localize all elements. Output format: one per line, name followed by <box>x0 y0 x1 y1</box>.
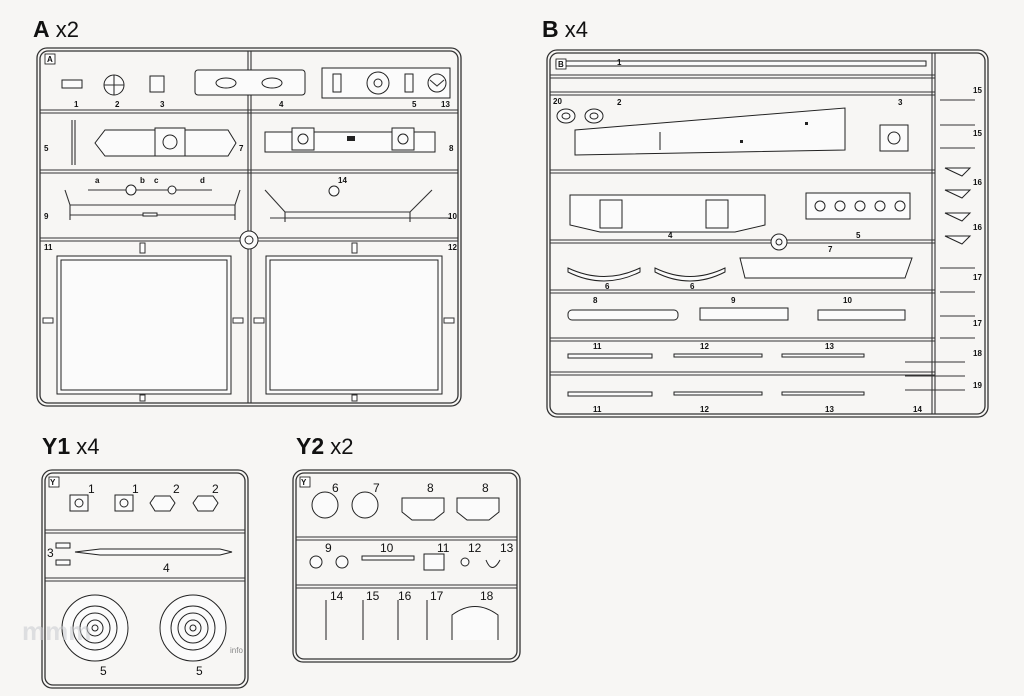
label-b-11a: 11 <box>593 342 602 351</box>
label-b-6b: 6 <box>690 282 695 291</box>
label-b-8: 8 <box>593 296 598 305</box>
sprue-y1-letter: Y1 <box>42 433 71 459</box>
label-a-1: 1 <box>74 100 79 109</box>
label-b-12b: 12 <box>700 405 709 414</box>
label-b-17b: 17 <box>973 319 982 328</box>
label-b-2: 2 <box>617 98 622 107</box>
label-a-d: d <box>200 176 205 185</box>
label-y2-13: 13 <box>500 541 514 555</box>
sprue-y1-corner-letter: Y <box>50 478 56 487</box>
label-b-15b: 15 <box>973 129 982 138</box>
label-a-3: 3 <box>160 100 165 109</box>
label-a-5b: 5 <box>44 144 49 153</box>
label-y2-7: 7 <box>373 481 380 495</box>
label-b-9: 9 <box>731 296 736 305</box>
sprue-y2-title: Y2 x2 <box>296 435 354 458</box>
label-a-b: b <box>140 176 145 185</box>
sprue-y1-count: x4 <box>76 434 100 459</box>
label-y2-8b: 8 <box>482 481 489 495</box>
label-y2-17: 17 <box>430 589 444 603</box>
label-b-3: 3 <box>898 98 903 107</box>
sprue-b-letter: B <box>542 16 559 42</box>
sprue-b-count: x4 <box>564 17 588 42</box>
sprue-b: B 1 2 3 4 5 6 6 7 8 9 10 11 11 12 12 13 … <box>546 49 989 418</box>
label-b-19: 19 <box>973 381 982 390</box>
label-y1-5a: 5 <box>100 664 107 678</box>
label-a-12: 12 <box>448 243 457 252</box>
label-b-6a: 6 <box>605 282 610 291</box>
label-y2-9: 9 <box>325 541 332 555</box>
label-b-13b: 13 <box>825 405 834 414</box>
label-b-7: 7 <box>828 245 833 254</box>
label-y2-16: 16 <box>398 589 412 603</box>
label-y1-4: 4 <box>163 561 170 575</box>
label-y2-18: 18 <box>480 589 494 603</box>
label-y1-2a: 2 <box>173 482 180 496</box>
label-b-1: 1 <box>617 58 622 67</box>
sprue-a-title: A x2 <box>33 18 79 41</box>
sprue-y2-corner-letter: Y <box>301 478 307 487</box>
label-a-10: 10 <box>448 212 457 221</box>
label-y2-15: 15 <box>366 589 380 603</box>
label-y2-12: 12 <box>468 541 482 555</box>
label-y1-2b: 2 <box>212 482 219 496</box>
watermark-text: info <box>230 646 243 655</box>
sprue-b-title: B x4 <box>542 18 588 41</box>
label-b-15a: 15 <box>973 86 982 95</box>
sprue-a-corner-letter: A <box>47 55 53 64</box>
label-a-11: 11 <box>44 243 53 252</box>
sprue-b-corner-letter: B <box>558 60 564 69</box>
label-b-18: 18 <box>973 349 982 358</box>
label-b-17a: 17 <box>973 273 982 282</box>
sprue-a-count: x2 <box>55 17 79 42</box>
sprue-a-letter: A <box>33 16 50 42</box>
label-y2-10: 10 <box>380 541 394 555</box>
label-y2-6: 6 <box>332 481 339 495</box>
label-y2-11: 11 <box>437 541 450 555</box>
label-a-14: 14 <box>338 176 347 185</box>
label-a-7: 7 <box>239 144 244 153</box>
sprue-y2-letter: Y2 <box>296 433 325 459</box>
label-y1-5b: 5 <box>196 664 203 678</box>
label-b-20: 20 <box>553 97 562 106</box>
label-a-4: 4 <box>279 100 284 109</box>
label-b-16a: 16 <box>973 178 982 187</box>
label-b-10: 10 <box>843 296 852 305</box>
sprue-y2-count: x2 <box>330 434 354 459</box>
watermark-logo: mmm <box>22 616 91 646</box>
label-a-8: 8 <box>449 144 454 153</box>
label-a-13: 13 <box>441 100 450 109</box>
label-a-5: 5 <box>412 100 417 109</box>
label-a-a: a <box>95 176 100 185</box>
sprue-y1-title: Y1 x4 <box>42 435 100 458</box>
label-b-12a: 12 <box>700 342 709 351</box>
label-b-4: 4 <box>668 231 673 240</box>
label-y1-1b: 1 <box>132 482 139 496</box>
label-y2-14: 14 <box>330 589 344 603</box>
sprue-y1: Y 1 1 2 2 3 4 5 5 <box>41 469 249 689</box>
label-a-9: 9 <box>44 212 49 221</box>
sprue-y2: Y 6 7 8 8 9 10 11 12 13 14 15 16 17 18 <box>292 469 521 663</box>
label-a-c: c <box>154 176 159 185</box>
label-a-2: 2 <box>115 100 120 109</box>
label-b-5: 5 <box>856 231 861 240</box>
sprue-a: A 1 2 3 4 5 13 5 7 8 9 10 11 12 14 a b c… <box>36 47 462 407</box>
label-b-13a: 13 <box>825 342 834 351</box>
label-y1-3: 3 <box>47 546 54 560</box>
label-y1-1a: 1 <box>88 482 95 496</box>
label-b-14: 14 <box>913 405 922 414</box>
label-y2-8a: 8 <box>427 481 434 495</box>
label-b-16b: 16 <box>973 223 982 232</box>
label-b-11b: 11 <box>593 405 602 414</box>
